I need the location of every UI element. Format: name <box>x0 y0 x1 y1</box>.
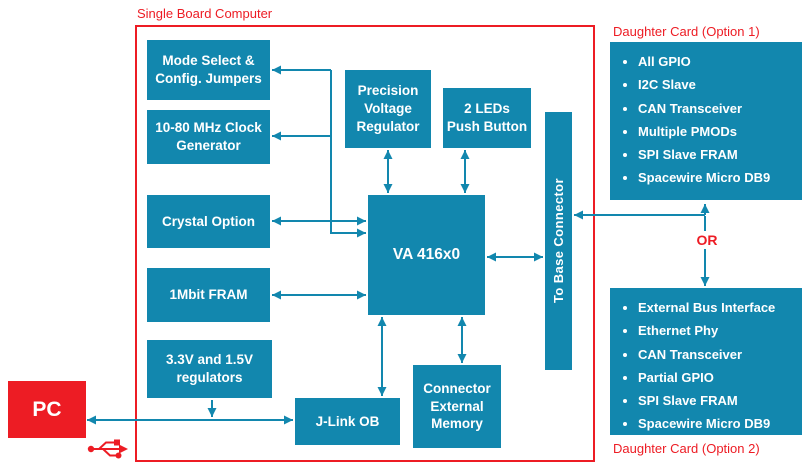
block-mode-select-jumpers: Mode Select & Config. Jumpers <box>147 40 270 100</box>
list-item: I2C Slave <box>638 77 796 93</box>
block-va416x0-mcu: VA 416x0 <box>368 195 485 315</box>
block-crystal-option: Crystal Option <box>147 195 270 248</box>
block-jlink-ob: J-Link OB <box>295 398 400 445</box>
pc-box: PC <box>8 381 86 438</box>
list-item: All GPIO <box>638 54 796 70</box>
list-item: CAN Transceiver <box>638 347 796 363</box>
list-item: Partial GPIO <box>638 370 796 386</box>
block-clock-generator: 10-80 MHz Clock Generator <box>147 110 270 164</box>
base-connector-label: To Base Connector <box>550 178 566 304</box>
block-precision-voltage-regulator: Precision Voltage Regulator <box>345 70 431 148</box>
daughter-card-1-list: All GPIO I2C Slave CAN Transceiver Multi… <box>610 42 802 200</box>
daughter-card-2-title: Daughter Card (Option 2) <box>613 441 760 456</box>
list-item: Spacewire Micro DB9 <box>638 416 796 432</box>
list-item: Multiple PMODs <box>638 124 796 140</box>
daughter-card-2-box: External Bus Interface Ethernet Phy CAN … <box>610 288 802 435</box>
pc-label: PC <box>32 397 62 421</box>
daughter-card-1-title: Daughter Card (Option 1) <box>613 24 760 39</box>
list-item: External Bus Interface <box>638 300 796 316</box>
daughter-card-2-list: External Bus Interface Ethernet Phy CAN … <box>610 288 802 446</box>
block-connector-external-memory: Connector External Memory <box>413 365 501 448</box>
block-leds-push-button: 2 LEDs Push Button <box>443 88 531 148</box>
sbc-border <box>135 25 595 462</box>
daughter-card-1-box: All GPIO I2C Slave CAN Transceiver Multi… <box>610 42 802 200</box>
block-to-base-connector: To Base Connector <box>545 112 572 370</box>
list-item: Ethernet Phy <box>638 323 796 339</box>
list-item: SPI Slave FRAM <box>638 393 796 409</box>
sbc-title: Single Board Computer <box>137 6 273 21</box>
or-label: OR <box>691 231 723 249</box>
block-regulators: 3.3V and 1.5V regulators <box>147 340 272 398</box>
list-item: SPI Slave FRAM <box>638 147 796 163</box>
list-item: Spacewire Micro DB9 <box>638 170 796 186</box>
list-item: CAN Transceiver <box>638 101 796 117</box>
usb-icon <box>86 436 134 462</box>
block-fram: 1Mbit FRAM <box>147 268 270 322</box>
